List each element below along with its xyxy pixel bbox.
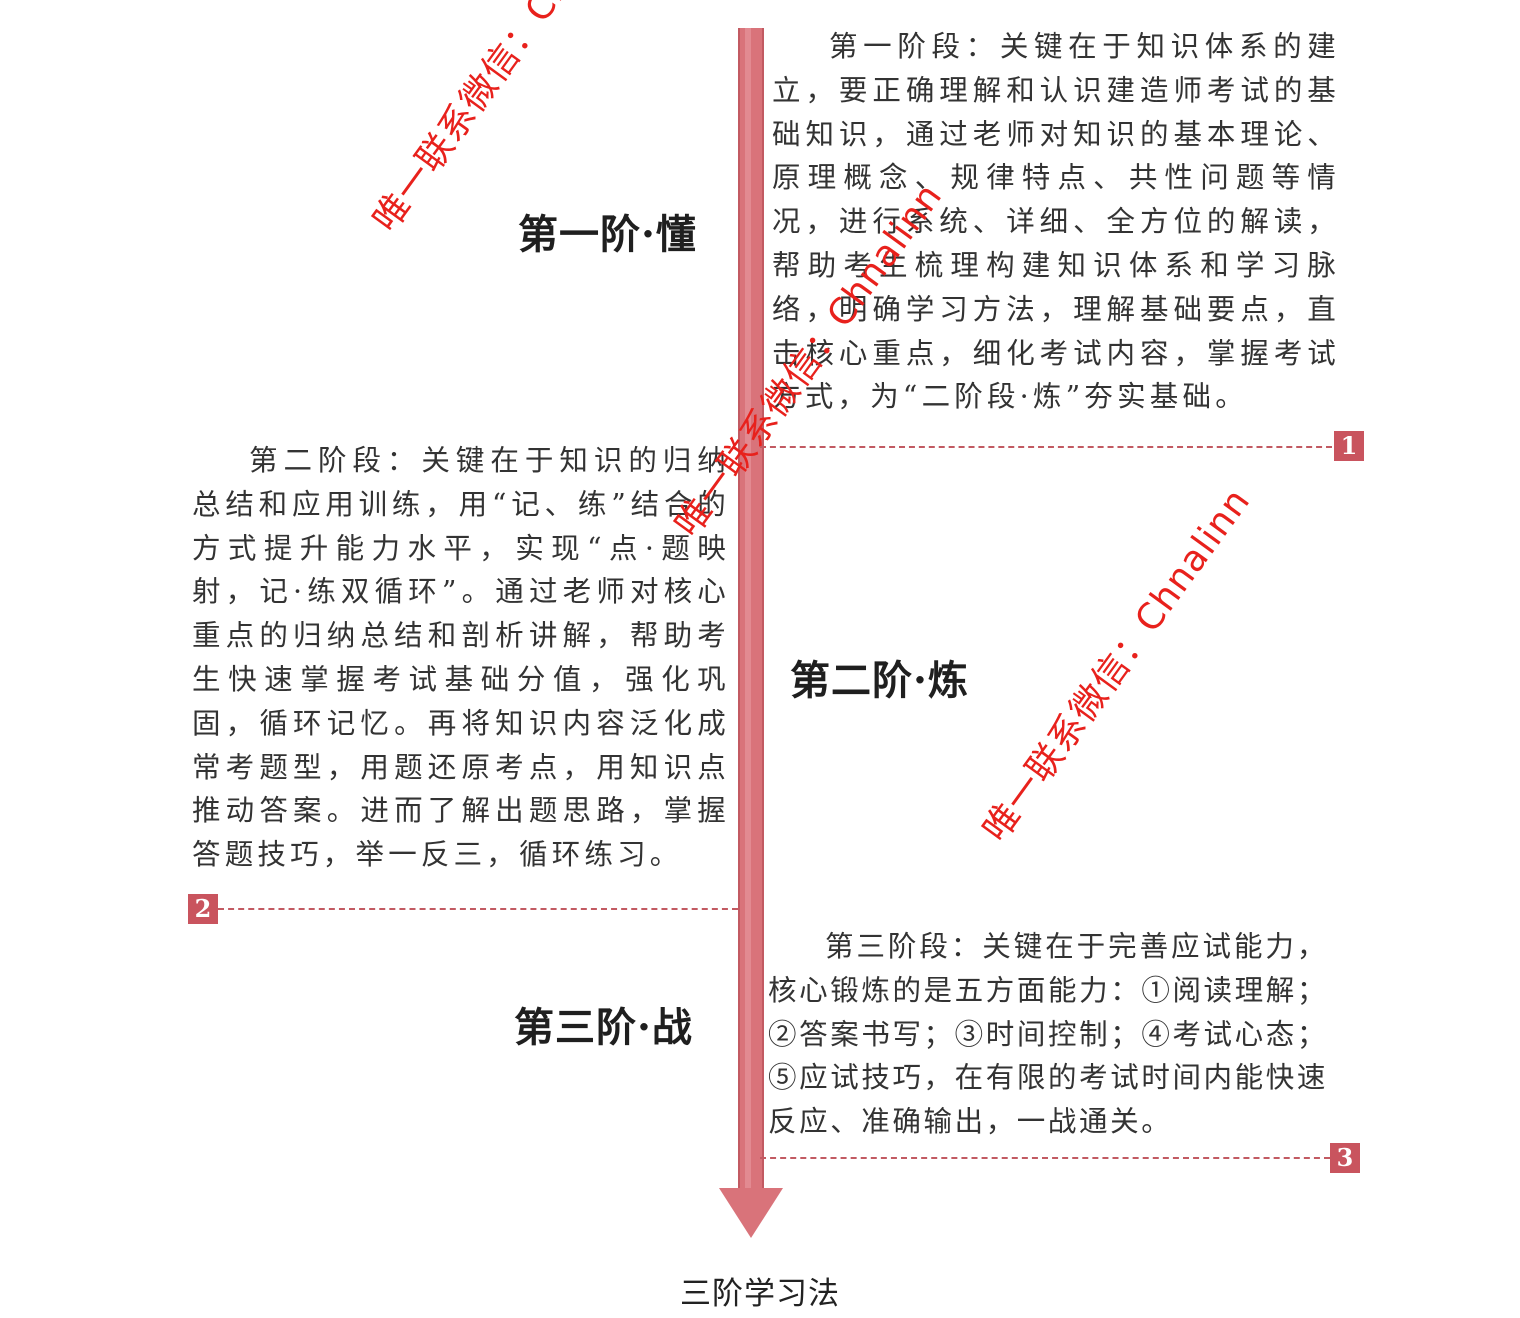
stage-3-title: 第三阶·战 <box>514 1004 693 1051</box>
stage-1-title: 第一阶·懂 <box>518 211 697 258</box>
stage-2-divider <box>218 908 738 910</box>
stage-3-divider <box>760 1157 1330 1159</box>
stage-1-description: 第一阶段：关键在于知识体系的建立，要正确理解和认识建造师考试的基础知识，通过老师… <box>772 30 1340 414</box>
timeline-arrow-highlight <box>745 28 751 1190</box>
arrow-down-icon <box>719 1188 783 1238</box>
stage-1-badge: 1 <box>1334 431 1364 461</box>
stage-2-title: 第二阶·炼 <box>790 657 969 704</box>
watermark-text: 唯一联系微信：Chnalinn <box>975 481 1259 850</box>
stage-1-divider <box>760 446 1332 448</box>
stage-2-badge: 2 <box>188 894 218 924</box>
stage-3-description: 第三阶段：关键在于完善应试能力，核心锻炼的是五方面能力：①阅读理解；②答案书写；… <box>768 930 1328 1139</box>
stage-2-description: 第二阶段：关键在于知识的归纳总结和应用训练，用“记、练”结合的方式提升能力水平，… <box>192 444 730 872</box>
figure-caption: 三阶学习法 <box>680 1276 840 1312</box>
stage-3-badge: 3 <box>1330 1143 1360 1173</box>
timeline-arrow-shaft <box>738 28 764 1190</box>
